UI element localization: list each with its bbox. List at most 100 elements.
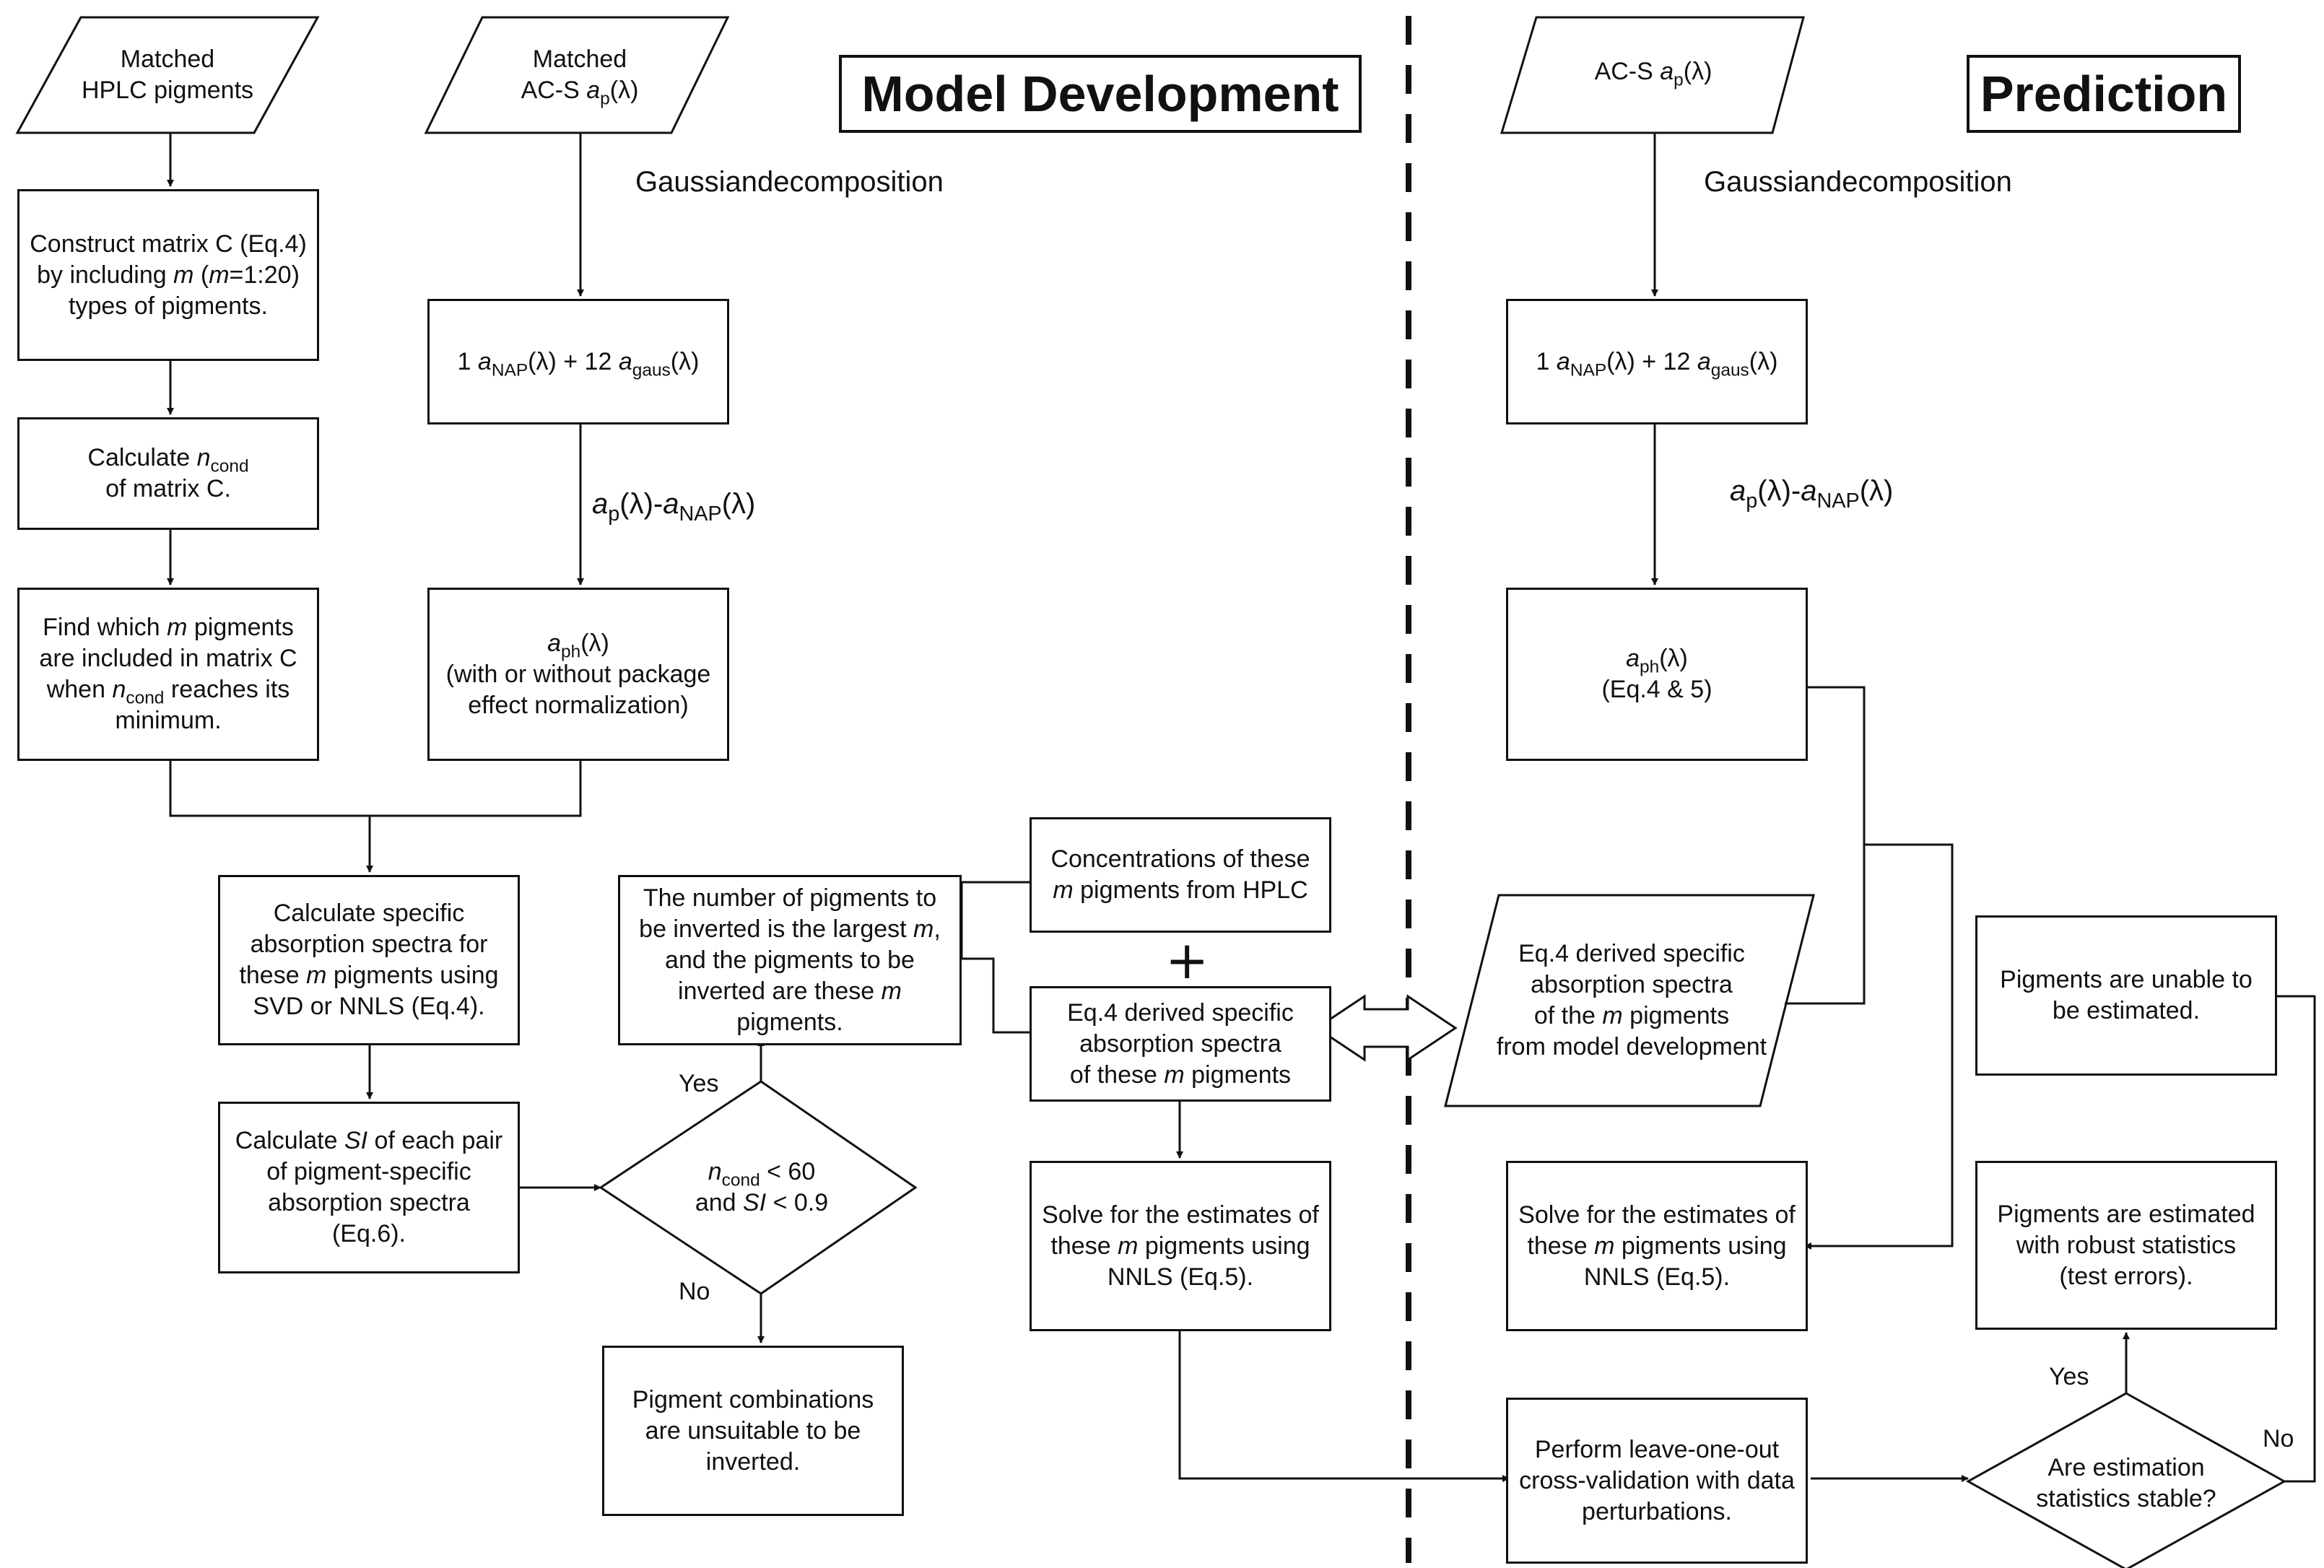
aph-box-md: aph(λ)(with or without package effect nor…: [427, 588, 729, 761]
text-line: aph(λ): [547, 629, 609, 662]
text-line: cross-validation with data: [1519, 1466, 1795, 1494]
text-line: Pigment combinations: [632, 1385, 874, 1414]
leave-one-out-box: Perform leave-one-out cross-validation wi…: [1506, 1398, 1808, 1564]
text-line: 1 aNAP(λ) + 12 agaus(λ): [1536, 347, 1778, 380]
text-line: from model development: [1496, 1033, 1767, 1060]
text-line: AC-S ap(λ): [521, 77, 639, 109]
text-line: Pigments are estimated: [1997, 1200, 2255, 1228]
construct-matrix-box: Construct matrix C (Eq.4)by including m …: [17, 189, 319, 361]
text-line: Calculate SI of each pair: [235, 1127, 503, 1154]
text-line: Matched: [532, 45, 627, 73]
text-line: aph(λ): [1626, 645, 1688, 677]
no-label-md: No: [679, 1278, 710, 1305]
double-arrow-icon: [1315, 994, 1458, 1062]
text-line: AC-S ap(λ): [1594, 58, 1712, 90]
text-line: are unsuitable to be: [645, 1416, 861, 1445]
text-line: ncond < 60: [708, 1158, 816, 1190]
text-line: absorption spectra for: [250, 931, 488, 958]
text-line: these m pigments using: [1527, 1232, 1787, 1260]
robust-box: Pigments are estimated with robust statis…: [1975, 1161, 2277, 1330]
text-line: types of pigments.: [69, 292, 268, 320]
calc-si-box: Calculate SI of each pair of pigment-spec…: [218, 1102, 520, 1273]
text-line: inverted.: [705, 1447, 801, 1476]
text-line: Find which m pigments: [43, 614, 294, 641]
text-line: (Eq.4 & 5): [1601, 676, 1712, 703]
text-line: statistics stable?: [2036, 1485, 2216, 1512]
text-line: decomposition: [757, 166, 944, 198]
text-line: NNLS (Eq.5).: [1107, 1263, 1254, 1291]
stable-decision-shape: [1965, 1392, 2287, 1568]
edge-solve-loo: [1178, 1330, 1510, 1482]
edge-aph-to-solve: [1804, 843, 1954, 1250]
text-line: Eq.4 derived specific: [1518, 940, 1745, 967]
gaussian-decomp-box-pred: 1 aNAP(λ) + 12 agaus(λ): [1506, 299, 1808, 424]
text-line: of matrix C.: [105, 475, 231, 502]
text-line: and the pigments to be: [665, 946, 915, 974]
text-line: Pigments are unable to: [2000, 966, 2253, 993]
text-line: inverted are these m: [678, 977, 902, 1005]
yes-label-pred: Yes: [2049, 1363, 2089, 1390]
text-line: these m pigments using: [239, 962, 499, 989]
text-line: 1 aNAP(λ) + 12 agaus(λ): [457, 347, 700, 380]
text-line: Gaussian: [635, 166, 757, 198]
text-line: and SI < 0.9: [695, 1189, 829, 1216]
aph-box-pred: aph(λ)(Eq.4 & 5): [1506, 588, 1808, 761]
no-label-pred: No: [2263, 1425, 2294, 1452]
unable-box: Pigments are unable to be estimated.: [1975, 915, 2277, 1076]
text-line: perturbations.: [1582, 1497, 1732, 1525]
text-line: pigments.: [736, 1008, 843, 1036]
calc-specific-box: Calculate specific absorption spectra for…: [218, 875, 520, 1045]
text-line: Solve for the estimates of: [1042, 1201, 1319, 1229]
matched-hplc-shape: [15, 16, 320, 134]
text-line: absorption spectra: [268, 1189, 470, 1216]
text-line: NNLS (Eq.5).: [1583, 1263, 1731, 1291]
edge-stable-no: [2268, 993, 2316, 1483]
text-line: (Eq.6).: [331, 1220, 406, 1247]
plus-sign: +: [1165, 930, 1209, 990]
text-line: Calculate ncond: [87, 444, 249, 476]
text-line: Gaussian: [1704, 166, 1826, 198]
acs-pred-node: AC-S ap(λ): [1516, 17, 1790, 133]
text-line: of the m pigments: [1533, 1002, 1730, 1029]
text-line: (with or without package: [445, 660, 711, 688]
text-line: when ncond reaches its: [46, 676, 290, 708]
text-line: (test errors).: [2059, 1262, 2193, 1290]
title-prediction: Prediction: [1967, 55, 2241, 133]
gaussian-decomp-box-md: 1 aNAP(λ) + 12 agaus(λ): [427, 299, 729, 424]
text-line: Matched: [120, 45, 215, 73]
text-line: of pigment-specific: [266, 1158, 471, 1185]
text-line: m pigments from HPLC: [1053, 876, 1308, 904]
matched-acs-shape: [424, 16, 730, 134]
text-line: absorption spectra: [1531, 971, 1733, 998]
ap-minus-label-pred: ap(λ)-aNAP(λ): [1730, 475, 1894, 513]
text-line: effect normalization): [468, 691, 689, 719]
text-line: The number of pigments to: [643, 884, 937, 912]
text-line: decomposition: [1825, 166, 2012, 198]
text-line: HPLC pigments: [81, 77, 254, 104]
text-line: with robust statistics: [2016, 1231, 2237, 1259]
text-line: Calculate specific: [273, 900, 465, 927]
eq4-pred-node: Eq.4 derived specific absorption spectra o…: [1473, 898, 1790, 1103]
edge-number-bracket: [960, 881, 1030, 1034]
text-line: Perform leave-one-out: [1534, 1435, 1780, 1463]
acs-pred-shape: [1500, 16, 1805, 134]
text-line: by including m (m=1:20): [37, 261, 300, 289]
title-model-development: Model Development: [839, 55, 1362, 133]
text-line: be estimated.: [2052, 997, 2201, 1024]
text-line: Eq.4 derived specific: [1067, 998, 1294, 1027]
text-line: absorption spectra: [1079, 1029, 1281, 1058]
eq4-pred-shape: [1444, 894, 1815, 1107]
